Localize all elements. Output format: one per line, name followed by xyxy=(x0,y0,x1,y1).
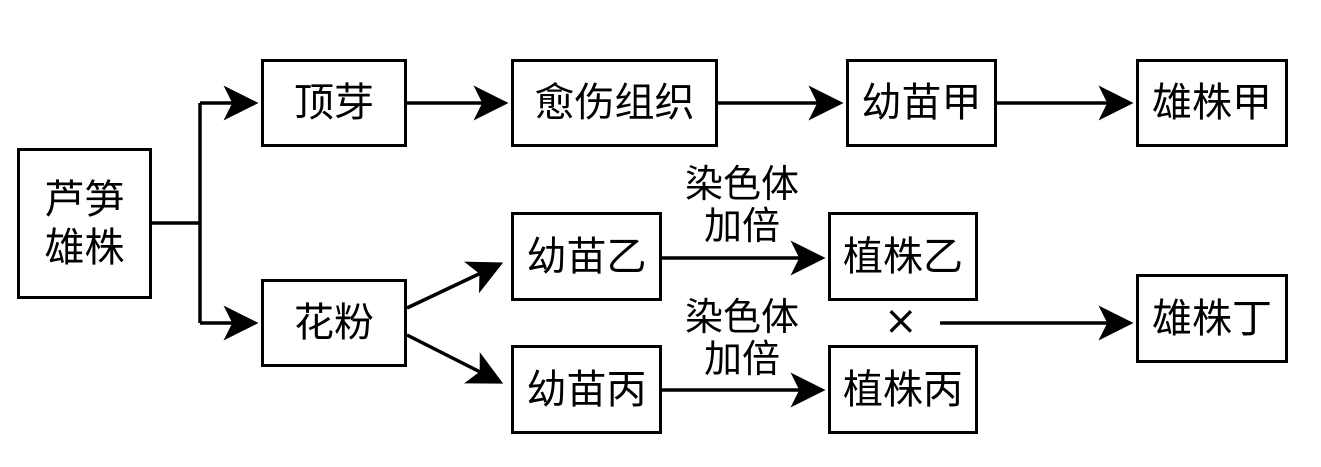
label-chromosome-doubling-lower: 染色体 加倍 xyxy=(684,295,799,381)
node-callus: 愈伤组织 xyxy=(511,59,718,147)
arrow-pollen-to-seedling-yi xyxy=(406,261,504,310)
node-apical-bud: 顶芽 xyxy=(261,59,407,147)
node-label: 植株乙 xyxy=(843,233,963,280)
node-label: 顶芽 xyxy=(294,80,374,126)
node-seedling-jia: 幼苗甲 xyxy=(846,59,997,147)
cross-symbol: × xyxy=(884,298,918,344)
node-label: 花粉 xyxy=(294,300,374,346)
node-seedling-yi: 幼苗乙 xyxy=(511,212,662,301)
node-label: 雄株丁 xyxy=(1152,295,1272,342)
node-asparagus-male: 芦笋 雄株 xyxy=(17,148,152,299)
node-label: 幼苗甲 xyxy=(861,80,982,126)
arrow-pollen-to-seedling-bing xyxy=(406,333,504,384)
node-label: 愈伤组织 xyxy=(534,80,695,126)
node-male-ding: 雄株丁 xyxy=(1136,274,1288,363)
node-label: 植株丙 xyxy=(843,366,963,413)
node-label: 雄株甲 xyxy=(1152,80,1272,126)
node-plant-bing: 植株丙 xyxy=(828,345,978,434)
node-seedling-bing: 幼苗丙 xyxy=(511,345,662,434)
node-male-jia: 雄株甲 xyxy=(1136,59,1288,147)
node-plant-yi: 植株乙 xyxy=(828,212,978,301)
node-label: 幼苗丙 xyxy=(526,366,647,413)
node-label: 幼苗乙 xyxy=(526,233,647,280)
node-pollen: 花粉 xyxy=(261,279,407,367)
label-chromosome-doubling-upper: 染色体 加倍 xyxy=(684,162,799,248)
node-label: 芦笋 雄株 xyxy=(44,176,125,271)
